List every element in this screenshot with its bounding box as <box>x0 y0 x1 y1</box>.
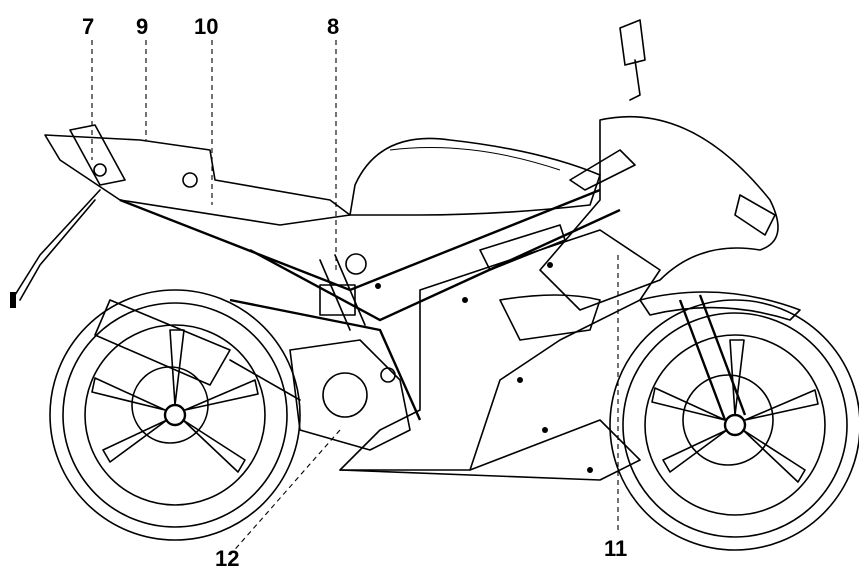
front-wheel-spokes <box>651 339 819 483</box>
exhaust-muffler <box>94 299 231 386</box>
mirror <box>619 19 646 66</box>
license-plate-bracket <box>14 189 101 301</box>
callout-9: 9 <box>136 14 149 39</box>
callout-7: 7 <box>82 14 95 39</box>
front-fairing <box>539 116 779 311</box>
front-brake-disc <box>682 374 774 466</box>
front-fender <box>639 291 801 321</box>
callout-8: 8 <box>327 14 340 39</box>
engine <box>289 339 411 451</box>
handlebar <box>569 149 636 191</box>
rear-seat-cowl <box>44 134 351 226</box>
front-wheel <box>609 299 859 551</box>
rear-wheel-spokes <box>91 329 259 473</box>
side-fairing <box>339 229 661 471</box>
callout-12: 12 <box>215 546 240 571</box>
callout-10: 10 <box>194 14 219 39</box>
rear-shock <box>319 254 366 331</box>
callout-11: 11 <box>604 536 628 561</box>
leader-lines <box>91 40 619 556</box>
front-fork <box>678 294 747 421</box>
tail-light <box>69 124 126 186</box>
headlight <box>734 194 776 236</box>
fuel-tank <box>349 137 601 216</box>
belly-pan <box>339 419 641 481</box>
